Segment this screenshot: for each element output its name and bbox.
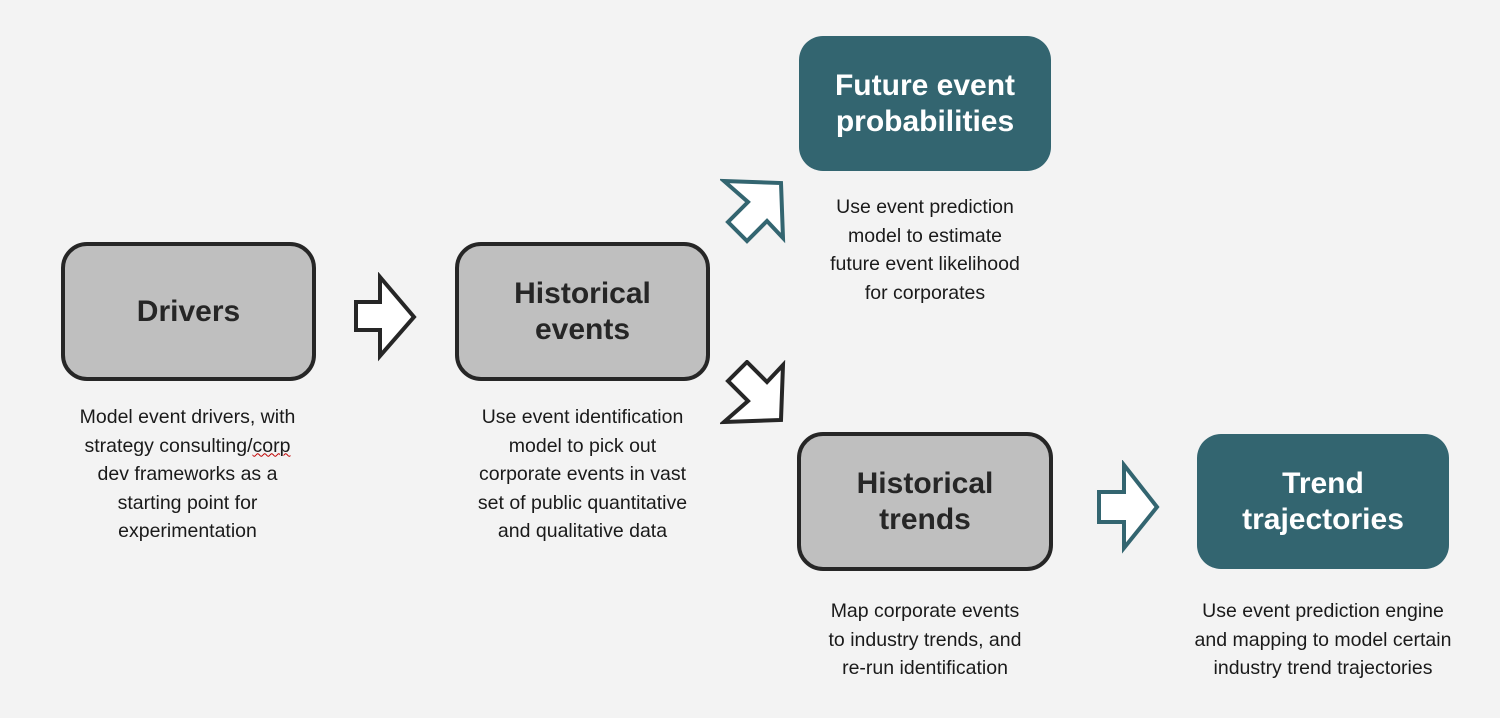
historical-events-description: Use event identification model to pick o… [477,406,688,542]
arrow-right-icon [1097,460,1160,554]
trend-trajectories-description: Use event prediction engine and mapping … [1194,600,1452,679]
future-event-probabilities-box: Future event probabilities [799,36,1051,171]
drivers-box: Drivers [61,242,316,381]
drivers-description: Model event drivers, with strategy consu… [79,406,296,542]
future-probabilities-description: Use event prediction model to estimate f… [830,196,1020,304]
historical-events-box: Historical events [455,242,710,381]
arrow-right-icon [354,272,417,362]
historical-trends-description: Map corporate events to industry trends,… [828,600,1022,679]
trend-trajectories-box: Trend trajectories [1197,434,1449,569]
drivers-title: Drivers [136,294,241,328]
arrow-down-right-icon [720,360,786,425]
arrow-up-right-icon [720,178,786,244]
historical-trends-box: Historical trends [797,432,1053,571]
